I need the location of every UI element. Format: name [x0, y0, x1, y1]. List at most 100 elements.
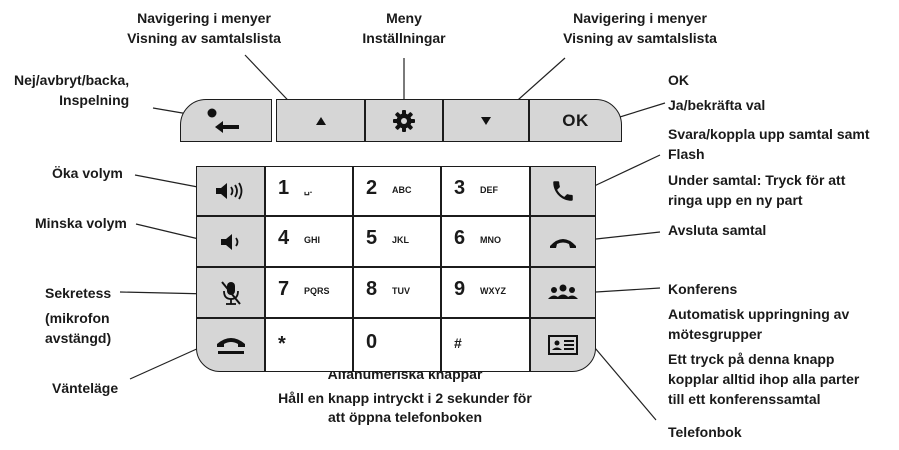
digit-key-9[interactable]: 9 WXYZ	[441, 267, 530, 318]
digit-number: 2	[366, 177, 378, 199]
triangle-up-icon	[277, 100, 364, 141]
label-line: Navigering i menyer	[573, 10, 707, 26]
label-line: att öppna telefonboken	[328, 409, 482, 425]
digit-key-7[interactable]: 7 PQRS	[265, 267, 353, 318]
label-line: Flash	[668, 146, 705, 162]
label-end-call: Avsluta samtal	[668, 220, 766, 240]
label-line: ringa upp en ny part	[668, 192, 803, 208]
answer-key[interactable]	[530, 166, 596, 216]
conference-people-icon	[531, 268, 595, 317]
phone-handset-icon	[531, 167, 595, 215]
digit-letters: WXYZ	[480, 286, 506, 296]
label-navigation-right: Navigering i menyer Visning av samtalsli…	[520, 8, 760, 48]
hold-key[interactable]	[196, 318, 265, 372]
digit-key-4[interactable]: 4 GHI	[265, 216, 353, 267]
mute-key[interactable]	[196, 267, 265, 318]
volume-down-key[interactable]	[196, 216, 265, 267]
volume-up-key[interactable]	[196, 166, 265, 216]
label-line: Automatisk uppringning av	[668, 306, 850, 322]
label-line: till ett konferenssamtal	[668, 391, 821, 407]
menu-key[interactable]	[365, 99, 443, 142]
digit-number: 7	[278, 278, 290, 300]
label-line: Ett tryck på denna knapp	[668, 351, 835, 367]
ok-key-label: OK	[562, 110, 589, 130]
down-key[interactable]	[443, 99, 529, 142]
label-line: kopplar alltid ihop alla parter	[668, 371, 860, 387]
hangup-icon	[531, 217, 595, 266]
hash-key[interactable]: #	[441, 318, 530, 372]
label-line: Vänteläge	[52, 380, 119, 396]
label-mute: Sekretess (mikrofon avstängd)	[45, 283, 111, 348]
triangle-down-icon	[444, 100, 528, 141]
digit-key-8[interactable]: 8 TUV	[353, 267, 441, 318]
digit-letters: PQRS	[304, 286, 330, 296]
label-line: Under samtal: Tryck för att	[668, 172, 846, 188]
digit-key-2[interactable]: 2 ABC	[353, 166, 441, 216]
label-volume-up: Öka volym	[52, 163, 123, 183]
volume-up-icon	[197, 167, 264, 215]
label-alphanumeric: Alfanumeriska knappar Håll en knapp intr…	[255, 364, 555, 426]
digit-number: 0	[366, 331, 378, 353]
label-line: Meny	[386, 10, 422, 26]
digit-key-5[interactable]: 5 JKL	[353, 216, 441, 267]
star-key[interactable]: *	[265, 318, 353, 372]
digit-number: 3	[454, 177, 466, 199]
label-back: Nej/avbryt/backa, Inspelning	[14, 70, 129, 110]
digit-letters: DEF	[480, 185, 498, 195]
label-line: Telefonbok	[668, 424, 742, 440]
digit-number: 5	[366, 227, 378, 249]
microphone-off-icon	[197, 268, 264, 317]
digit-letters: GHI	[304, 235, 321, 245]
label-line: Inställningar	[362, 30, 446, 46]
back-key[interactable]	[180, 99, 272, 142]
digit-key-0[interactable]: 0	[353, 318, 441, 372]
label-line: Visning av samtalslista	[563, 30, 717, 46]
ok-key[interactable]: OK	[529, 99, 622, 142]
label-line: Ja/bekräfta val	[668, 97, 766, 113]
label-line: Navigering i menyer	[137, 10, 271, 26]
label-menu: Meny Inställningar	[344, 8, 464, 48]
label-line: Inspelning	[59, 92, 130, 108]
digit-letters: ␣.	[304, 185, 313, 195]
label-line: Svara/koppla upp samtal samt	[668, 126, 870, 142]
phonebook-key[interactable]	[530, 318, 596, 372]
digit-letters: JKL	[392, 235, 410, 245]
conference-key[interactable]	[530, 267, 596, 318]
label-line: Nej/avbryt/backa,	[14, 72, 130, 88]
digit-number: #	[454, 335, 462, 351]
label-line: Sekretess	[45, 285, 112, 301]
label-line: Håll en knapp intryckt i 2 sekunder för	[278, 390, 532, 406]
label-line: (mikrofon	[45, 310, 110, 326]
digit-number: 4	[278, 227, 290, 249]
digit-key-3[interactable]: 3 DEF	[441, 166, 530, 216]
label-navigation-left: Navigering i menyer Visning av samtalsli…	[84, 8, 324, 48]
digit-key-1[interactable]: 1 ␣.	[265, 166, 353, 216]
contact-card-icon	[531, 319, 595, 371]
label-volume-down: Minska volym	[35, 213, 127, 233]
gear-icon	[366, 100, 442, 141]
label-phonebook: Telefonbok	[668, 422, 742, 442]
digit-number: 6	[454, 227, 466, 249]
digit-letters: ABC	[392, 185, 412, 195]
volume-down-icon	[197, 217, 264, 266]
up-key[interactable]	[276, 99, 365, 142]
digit-number: 8	[366, 278, 378, 300]
digit-number: 9	[454, 278, 466, 300]
digit-letters: MNO	[480, 235, 501, 245]
hold-handset-icon	[197, 319, 264, 371]
label-line: Öka volym	[52, 165, 123, 181]
label-line: Visning av samtalslista	[127, 30, 281, 46]
digit-letters: TUV	[392, 286, 410, 296]
label-line: mötesgrupper	[668, 326, 763, 342]
label-conference: Konferens Automatisk uppringning av möte…	[668, 279, 859, 409]
label-line: Konferens	[668, 281, 738, 297]
label-line: Avsluta samtal	[668, 222, 767, 238]
end-call-key[interactable]	[530, 216, 596, 267]
label-line: Minska volym	[35, 215, 127, 231]
label-ok: OK Ja/bekräfta val	[668, 70, 765, 115]
label-line: OK	[668, 72, 689, 88]
label-hold: Vänteläge	[52, 378, 118, 398]
digit-number: 1	[278, 177, 290, 199]
back-record-icon	[181, 100, 271, 141]
digit-key-6[interactable]: 6 MNO	[441, 216, 530, 267]
